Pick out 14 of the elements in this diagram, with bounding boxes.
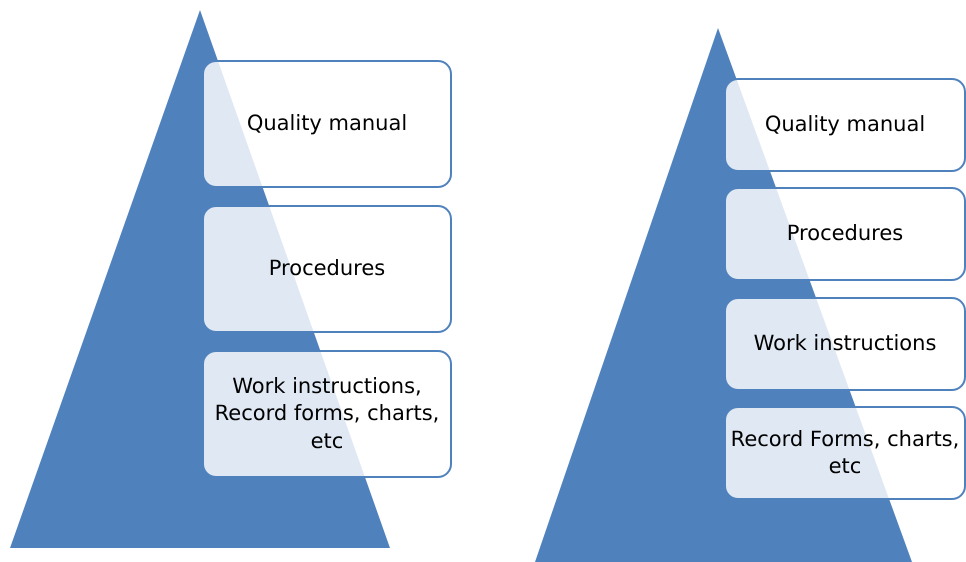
level-box bbox=[202, 205, 452, 333]
level-box bbox=[202, 60, 452, 188]
level-text: Procedures bbox=[786, 220, 904, 248]
level-text: Quality manual bbox=[246, 110, 408, 138]
level-text: Procedures bbox=[268, 255, 386, 282]
level-text: Quality manual bbox=[764, 111, 926, 138]
level-text: Record Forms, charts, etc bbox=[730, 426, 960, 480]
level-text: Work instructions bbox=[754, 330, 936, 358]
level-box bbox=[202, 350, 452, 478]
level-box bbox=[724, 406, 966, 500]
level-box bbox=[724, 187, 966, 281]
level-box bbox=[724, 78, 966, 172]
level-box bbox=[724, 297, 966, 391]
level-text: Work instructions, Record forms, charts, etc bbox=[214, 373, 440, 455]
